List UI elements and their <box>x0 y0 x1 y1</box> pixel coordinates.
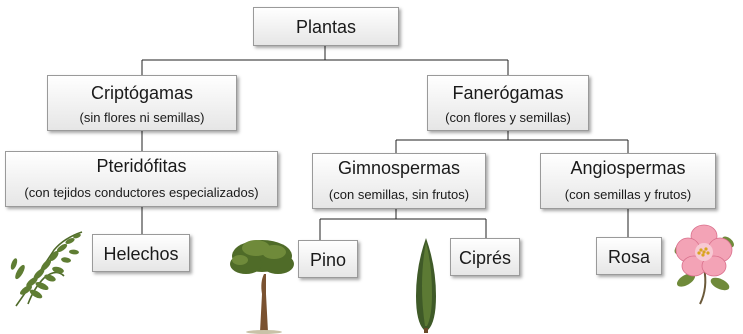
pine-tree-illustration <box>230 240 294 334</box>
node-helechos: Helechos <box>92 234 190 272</box>
node-pteridofitas-description: (con tejidos conductores especializados) <box>24 185 259 200</box>
rose-illustration <box>674 224 734 305</box>
node-angiospermas: Angiospermas (con semillas y frutos) <box>540 153 716 209</box>
node-fanerogamas-description: (con flores y semillas) <box>445 110 571 125</box>
node-criptogamas-label: Criptógamas <box>90 83 194 103</box>
fern-illustration <box>10 231 83 307</box>
node-pino-label: Pino <box>309 250 347 270</box>
node-pteridofitas: Pteridófitas (con tejidos conductores es… <box>5 151 278 207</box>
node-cipres: Ciprés <box>450 238 520 276</box>
node-plantas-label: Plantas <box>295 17 357 37</box>
node-angiospermas-description: (con semillas y frutos) <box>564 187 692 202</box>
node-gimnospermas-label: Gimnospermas <box>337 158 461 178</box>
node-plantas: Plantas <box>253 7 399 46</box>
node-pteridofitas-label: Pteridófitas <box>96 156 187 176</box>
node-pino: Pino <box>298 240 358 278</box>
node-fanerogamas: Fanerógamas (con flores y semillas) <box>427 75 589 131</box>
node-angiospermas-label: Angiospermas <box>570 158 686 178</box>
node-gimnospermas-description: (con semillas, sin frutos) <box>328 187 470 202</box>
node-helechos-label: Helechos <box>103 244 179 264</box>
node-rosa: Rosa <box>596 237 662 275</box>
node-criptogamas-description: (sin flores ni semillas) <box>79 110 205 125</box>
node-rosa-label: Rosa <box>607 247 651 267</box>
node-cipres-label: Ciprés <box>458 248 511 268</box>
cypress-tree-illustration <box>416 238 436 333</box>
node-gimnospermas: Gimnospermas (con semillas, sin frutos) <box>312 153 486 209</box>
node-fanerogamas-label: Fanerógamas <box>452 83 564 103</box>
node-criptogamas: Criptógamas (sin flores ni semillas) <box>47 75 237 131</box>
